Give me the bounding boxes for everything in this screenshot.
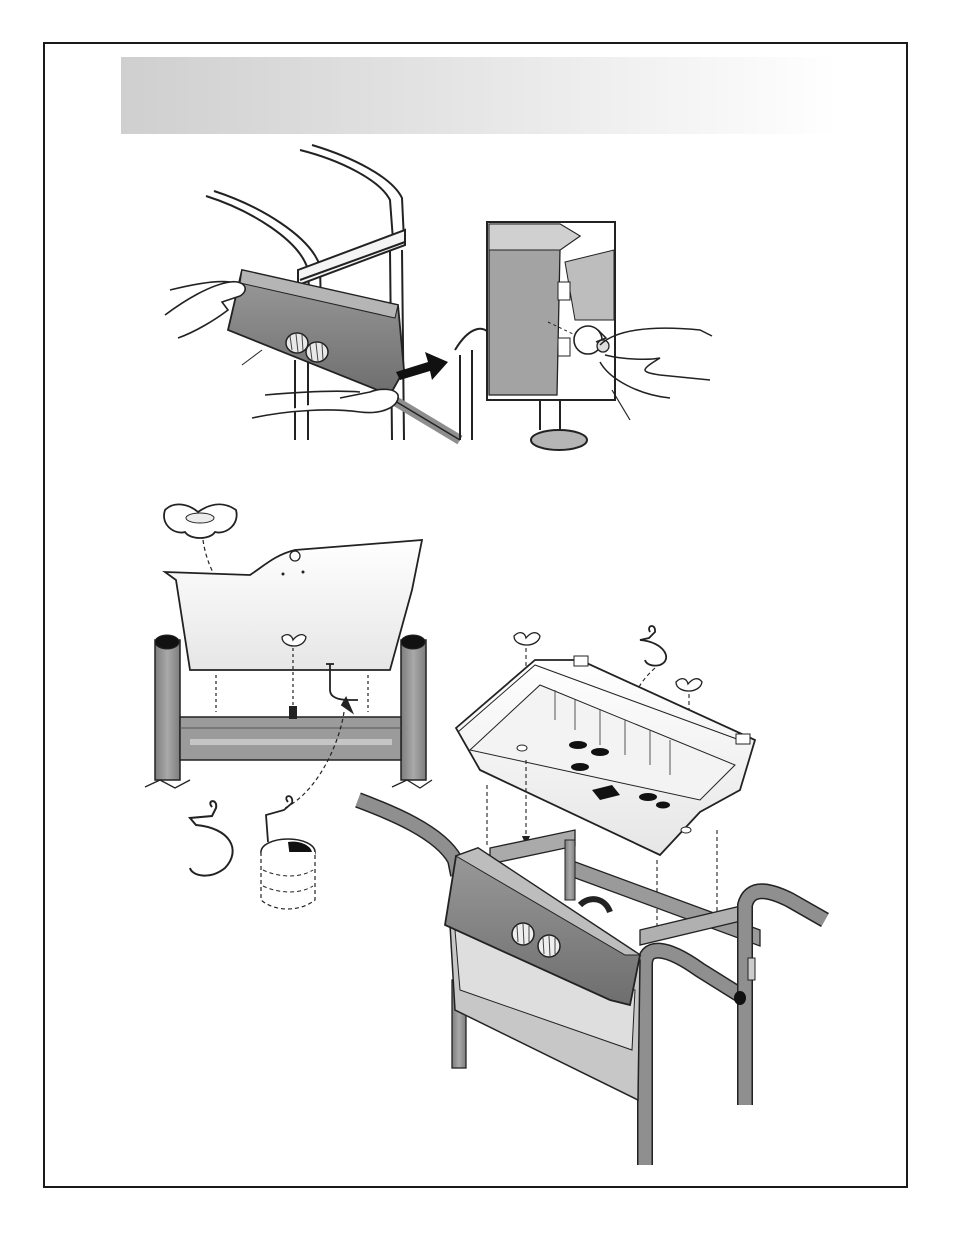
wing-nut-icon: [164, 504, 237, 538]
control-panel: [228, 270, 404, 395]
drip-cup-icon: [261, 796, 315, 909]
step-1-detail-inset: [487, 222, 712, 420]
firebox-icon: [456, 656, 755, 855]
step-2-grill-assembly-perspective: [358, 626, 825, 1165]
tray-hook-icon: [326, 664, 358, 712]
tray-hook-icon: [190, 801, 233, 875]
hand-icon: [600, 328, 712, 398]
step-2-drip-tray-front-view: [145, 504, 432, 909]
tray-hook-icon: [640, 626, 666, 666]
